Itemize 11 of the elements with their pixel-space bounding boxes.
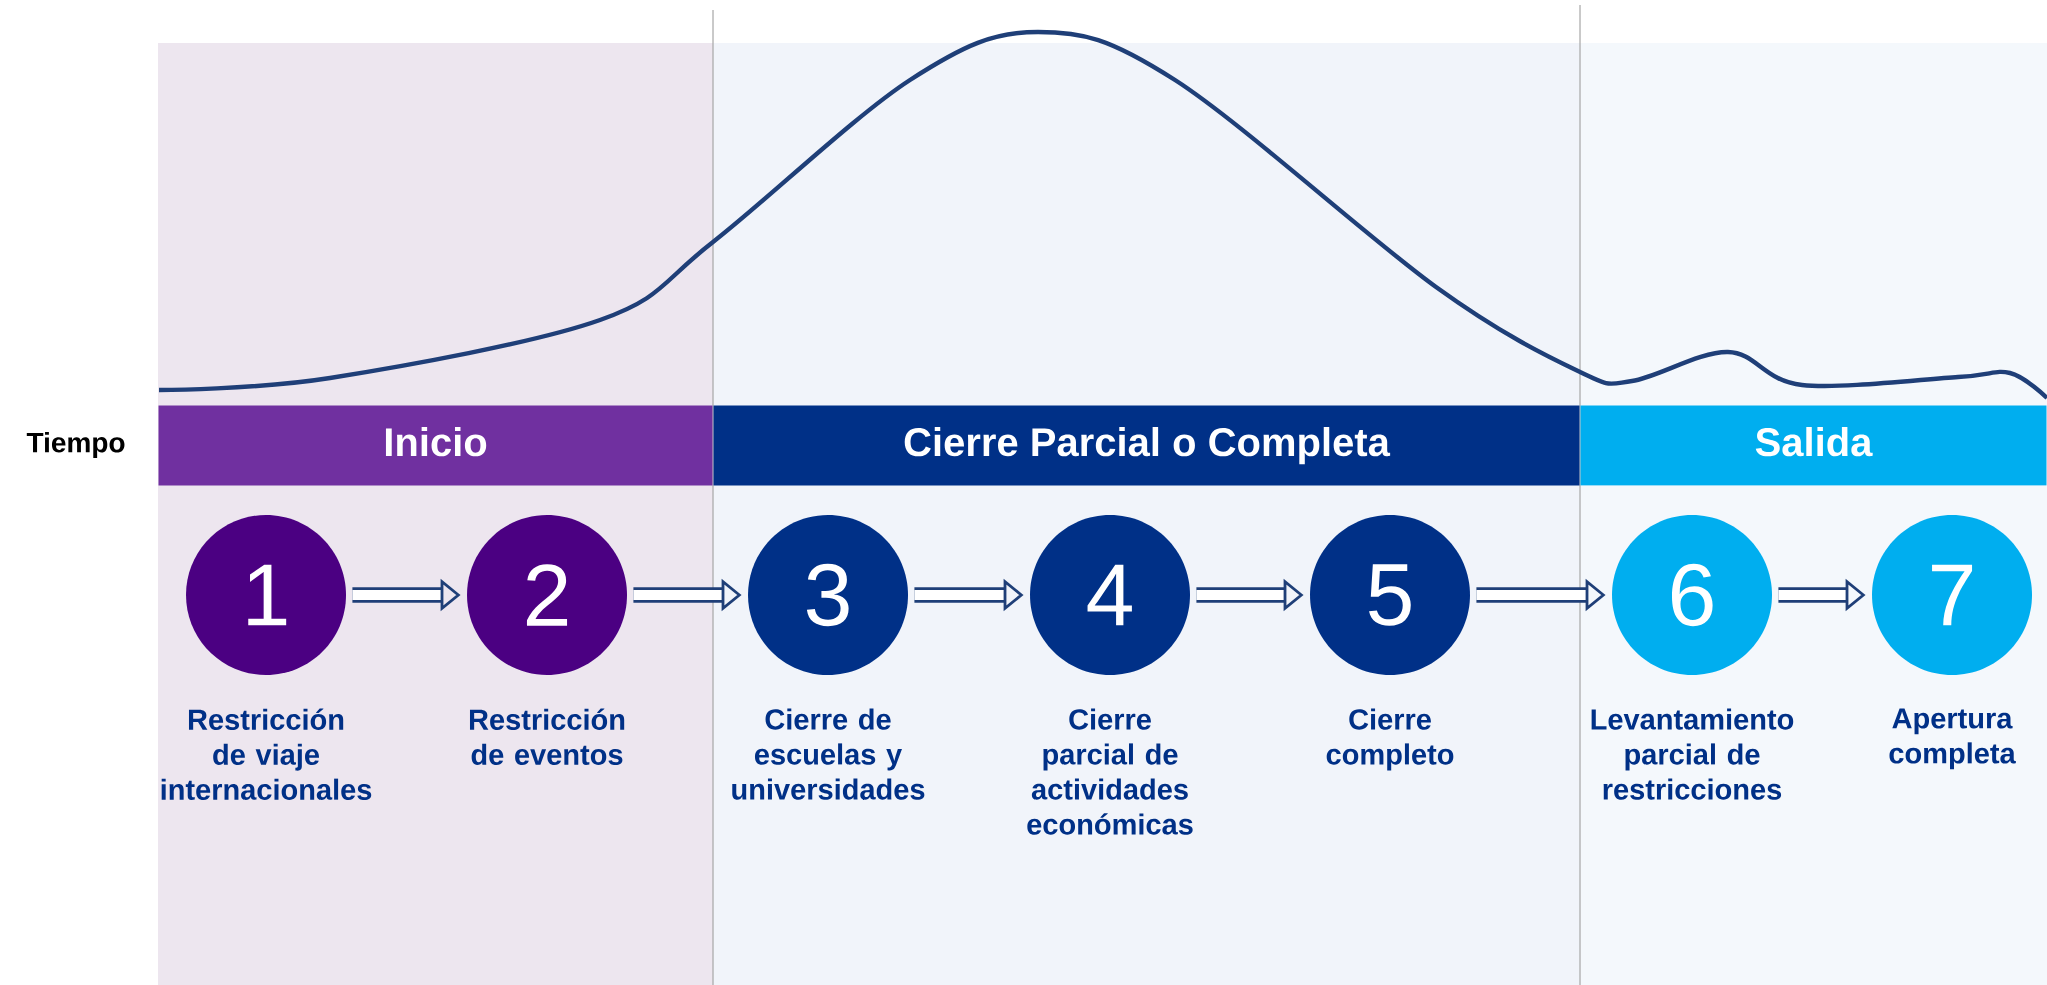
step-caption: Cierre parcial de actividades económicas: [1027, 708, 1193, 835]
phase-band: Salida: [1580, 405, 2047, 486]
step-caption: Levantamiento parcial de restricciones: [1591, 708, 1794, 800]
phase-band: Inicio: [158, 405, 713, 486]
phase-band: Cierre Parcial o Completa: [713, 405, 1580, 486]
step-caption: Restricción de viaje internacionales: [161, 708, 372, 800]
axis-label: Tiempo: [26, 431, 125, 459]
step-caption: Cierre completo: [1326, 708, 1454, 771]
step-caption: Restricción de eventos: [470, 708, 625, 765]
step-caption: Apertura completa: [1889, 708, 2016, 770]
step-caption: Cierre de escuelas y universidades: [732, 708, 925, 800]
